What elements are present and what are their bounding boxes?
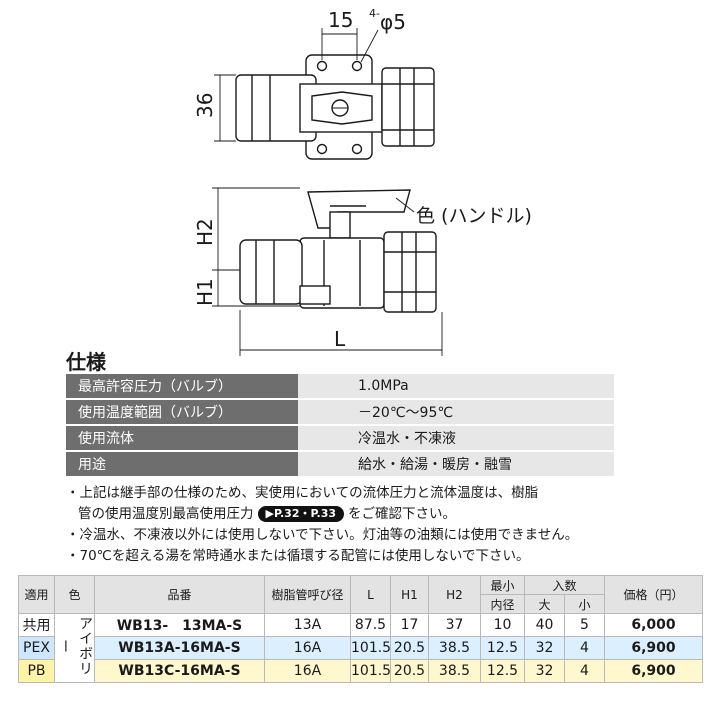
h1-cell: 20.5 xyxy=(390,659,429,683)
col-quantity: 入数 xyxy=(523,575,606,595)
resin-cell: 16A xyxy=(264,659,351,683)
table-header-row: 適用 色 品番 樹脂管呼び径 L H1 H2 最小 入数 価格（円） xyxy=(18,575,704,614)
note-fluids: ・冷温水、不凍液以外には使用しないで下さい。灯油等の油類には使用できません。 xyxy=(66,527,579,543)
note-pressure-text: 管の使用温度別最高使用圧力 xyxy=(78,506,254,522)
spec-table: 最高許容圧力（バルブ） 1.0MPa 使用温度範囲（バルブ） －20℃～95℃ … xyxy=(66,374,614,478)
h1-cell: 20.5 xyxy=(390,636,429,660)
table-header-row: 内径 大 小 xyxy=(19,594,703,614)
l-cell: 101.5 xyxy=(350,659,391,683)
color-value: アイボリー xyxy=(57,616,93,676)
col-color: 色 xyxy=(54,575,95,614)
col-qty-large: 大 xyxy=(524,594,565,614)
spec-value: 給水・給湯・暖房・融雪 xyxy=(298,451,614,478)
col-qty-small: 小 xyxy=(563,594,606,614)
table-row: PB WB13C-16MA-S 16A 101.5 20.5 38.5 12.5… xyxy=(18,659,704,683)
qty-large-cell: 32 xyxy=(524,659,565,683)
side-view xyxy=(212,187,443,356)
resin-cell: 16A xyxy=(264,636,351,660)
h2-cell: 38.5 xyxy=(428,659,481,683)
h2-dim: H2 xyxy=(193,218,217,246)
col-part-number: 品番 xyxy=(94,575,265,614)
l-cell: 101.5 xyxy=(350,636,391,660)
price-cell: 6,900 xyxy=(604,636,704,660)
note-pressure-tail: をご確認下さい。 xyxy=(348,506,457,522)
price-cell: 6,900 xyxy=(604,659,704,683)
h1-cell: 17 xyxy=(390,613,429,637)
spec-row: 使用流体 冷温水・不凍液 xyxy=(66,425,614,452)
spec-value: 冷温水・不凍液 xyxy=(298,425,614,452)
valve-technical-drawing: 15 4- φ5 36 H2 H1 L 色 (ハンドル) xyxy=(193,7,532,356)
min-cell: 12.5 xyxy=(480,659,525,683)
col-usage: 適用 xyxy=(18,575,55,614)
col-min-bottom: 内径 xyxy=(480,594,525,614)
col-min-top: 最小 xyxy=(480,575,525,595)
top-view xyxy=(214,28,435,160)
h2-cell: 37 xyxy=(428,613,481,637)
part-number-cell: WB13A-16MA-S xyxy=(94,636,265,660)
usage-cell: PB xyxy=(18,659,55,683)
col-resin-size: 樹脂管呼び径 xyxy=(264,575,351,614)
spec-value: 1.0MPa xyxy=(298,374,614,400)
part-number-cell: WB13C-16MA-S xyxy=(94,659,265,683)
notes: ・上記は継手部の仕様のため、実使用においての流体圧力と流体温度は、樹脂 管の使用… xyxy=(66,483,626,567)
l-cell: 87.5 xyxy=(350,613,391,637)
spec-row: 最高許容圧力（バルブ） 1.0MPa xyxy=(66,374,614,400)
usage-cell: 共用 xyxy=(18,613,55,637)
qty-small-cell: 4 xyxy=(563,659,606,683)
spec-label: 使用温度範囲（バルブ） xyxy=(66,399,298,426)
h2-cell: 38.5 xyxy=(428,636,481,660)
col-h1: H1 xyxy=(390,575,429,614)
spec-label: 最高許容圧力（バルブ） xyxy=(66,374,298,400)
price-cell: 6,000 xyxy=(604,613,704,637)
qty-small-cell: 5 xyxy=(563,613,606,637)
table-row: PEX WB13A-16MA-S 16A 101.5 20.5 38.5 12.… xyxy=(18,636,704,660)
note-pressure: ・上記は継手部の仕様のため、実使用においての流体圧力と流体温度は、樹脂 xyxy=(66,485,539,501)
top-width-dim: 15 xyxy=(328,8,353,32)
product-table: 適用 色 品番 樹脂管呼び径 L H1 H2 最小 入数 価格（円） 内径 大 … xyxy=(18,575,704,683)
hole-count-prefix: 4- xyxy=(369,7,380,20)
resin-cell: 13A xyxy=(264,613,351,637)
page-reference-badge[interactable]: ▶P.32・P.33 xyxy=(257,506,345,522)
qty-small-cell: 4 xyxy=(563,636,606,660)
qty-large-cell: 40 xyxy=(524,613,565,637)
spec-label: 用途 xyxy=(66,451,298,478)
h1-dim: H1 xyxy=(193,278,217,306)
col-h2: H2 xyxy=(428,575,481,614)
spec-row: 用途 給水・給湯・暖房・融雪 xyxy=(66,451,614,478)
table-row: 共用 アイボリー WB13- 13MA-S 13A 87.5 17 37 10 … xyxy=(18,613,704,683)
hole-diameter-dim: φ5 xyxy=(380,10,406,34)
spec-title: 仕様 xyxy=(66,350,106,374)
spec-value: －20℃～95℃ xyxy=(298,399,614,426)
spec-label: 使用流体 xyxy=(66,425,298,452)
usage-cell: PEX xyxy=(18,636,55,660)
min-cell: 12.5 xyxy=(480,636,525,660)
note-hot-water: ・70℃を超える湯を常時通水または循環する配管には使用しないで下さい。 xyxy=(66,548,530,564)
min-cell: 10 xyxy=(480,613,525,637)
col-l: L xyxy=(350,575,391,614)
spec-row: 使用温度範囲（バルブ） －20℃～95℃ xyxy=(66,399,614,426)
color-cell: アイボリー xyxy=(54,613,95,683)
part-number-cell: WB13- 13MA-S xyxy=(94,613,265,637)
col-price: 価格（円） xyxy=(604,575,704,614)
length-dim: L xyxy=(334,327,346,351)
top-height-dim: 36 xyxy=(193,93,217,118)
handle-color-callout: 色 (ハンドル) xyxy=(416,205,532,227)
qty-large-cell: 32 xyxy=(524,636,565,660)
